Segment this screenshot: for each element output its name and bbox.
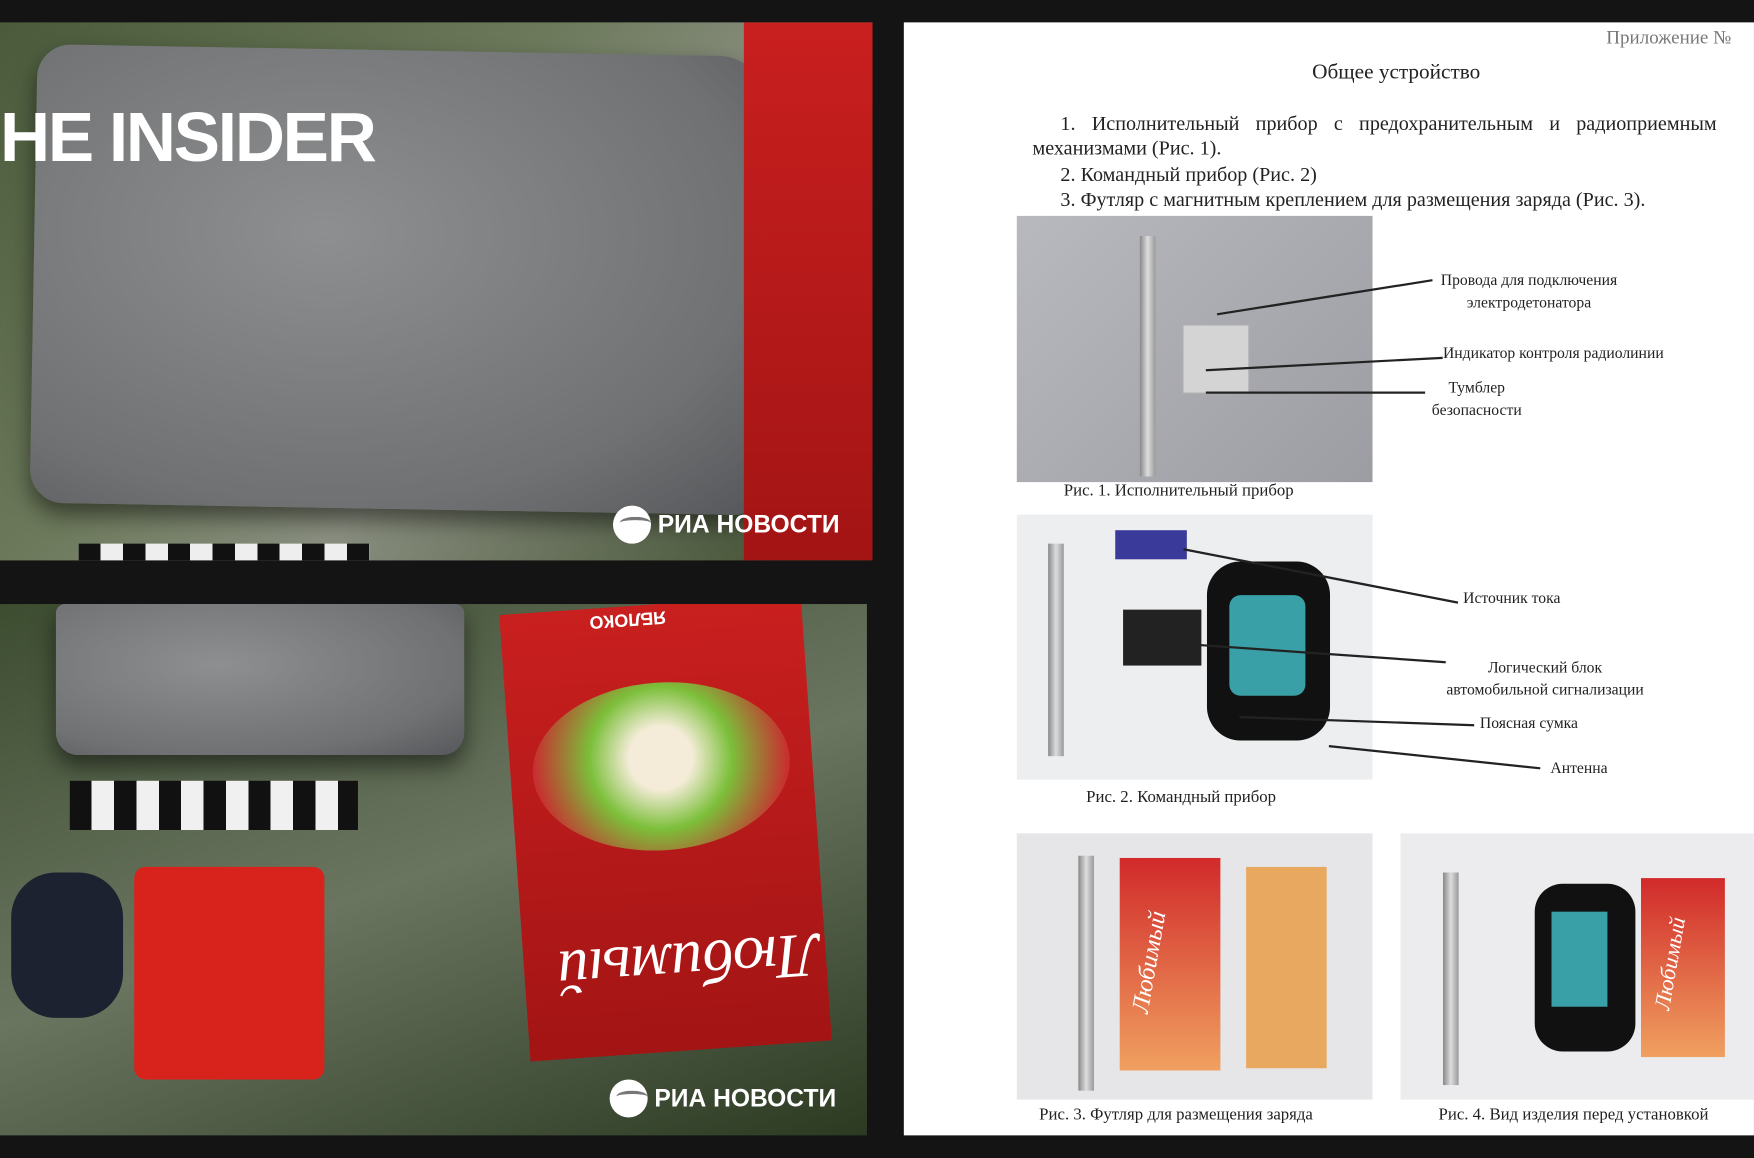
ria-text: РИА НОВОСТИ xyxy=(657,510,840,539)
waist-bag xyxy=(1534,883,1636,1052)
carton-brand: Любимый xyxy=(555,919,823,1007)
carton-brand: Любимый xyxy=(1125,908,1172,1016)
ruler xyxy=(1442,872,1459,1086)
juice-carton: Любимый xyxy=(1119,857,1221,1071)
list-item: 3. Футляр с магнитным креплением для раз… xyxy=(1060,187,1646,211)
ria-watermark: РИА НОВОСТИ xyxy=(609,1079,837,1118)
list-item: механизмами (Рис. 1). xyxy=(1032,136,1222,159)
ria-logo-icon xyxy=(612,505,652,544)
fig2-photo xyxy=(1016,514,1373,780)
device-box xyxy=(1182,324,1250,394)
apple-image xyxy=(527,673,796,860)
carton-flavor: ЯБЛОКО xyxy=(588,606,667,632)
label-power-source: Источник тока xyxy=(1463,590,1561,608)
fig4-caption: Рис. 4. Вид изделия перед установкой xyxy=(1438,1106,1709,1125)
photo-explosive-slab: HE INSIDER РИА НОВОСТИ xyxy=(0,22,873,561)
carton-brand: Любимый xyxy=(1650,915,1691,1012)
ria-text: РИА НОВОСТИ xyxy=(654,1083,837,1112)
document-page: Приложение № Общее устройство 1. Исполни… xyxy=(903,22,1754,1136)
ria-watermark: РИА НОВОСТИ xyxy=(612,505,840,544)
juice-carton: ЯБЛОКО Любимый xyxy=(499,604,832,1062)
red-device xyxy=(134,866,325,1080)
appendix-label: Приложение № xyxy=(1606,26,1732,49)
gray-slab xyxy=(55,604,465,756)
label-antenna: Антенна xyxy=(1550,760,1608,778)
fig3-photo: Любимый xyxy=(1016,833,1373,1100)
scale-bar xyxy=(69,780,358,831)
list-item: 2. Командный прибор (Рис. 2) xyxy=(1060,163,1317,186)
ruler xyxy=(1048,543,1064,757)
magnetic-case xyxy=(1246,866,1327,1069)
logic-block xyxy=(1123,609,1202,666)
fig1-caption: Рис. 1. Исполнительный прибор xyxy=(1063,482,1294,501)
label-indicator: Индикатор контроля радиолинии xyxy=(1442,345,1664,363)
ruler xyxy=(1078,855,1094,1091)
fig2-caption: Рис. 2. Командный прибор xyxy=(1086,788,1277,807)
fig1-photo xyxy=(1016,215,1373,483)
juice-carton: Любимый xyxy=(1640,878,1725,1058)
document-title: Общее устройство xyxy=(1312,60,1481,84)
fig3-caption: Рис. 3. Футляр для размещения заряда xyxy=(1039,1106,1313,1125)
car-key-fob xyxy=(11,872,124,1018)
battery xyxy=(1115,530,1187,560)
ria-logo-icon xyxy=(609,1079,648,1118)
scale-bar xyxy=(78,543,370,561)
pointer-line xyxy=(1205,391,1426,394)
label-waist-bag: Поясная сумка xyxy=(1479,715,1578,733)
fig4-photo: Любимый xyxy=(1400,833,1754,1100)
photo-device-components: ЯБЛОКО Любимый РИА НОВОСТИ xyxy=(0,604,867,1136)
insider-watermark: HE INSIDER xyxy=(0,99,377,177)
ruler xyxy=(1139,236,1156,477)
juice-carton xyxy=(743,22,873,561)
list-item: 1. Исполнительный прибор с предохранител… xyxy=(1060,111,1717,135)
